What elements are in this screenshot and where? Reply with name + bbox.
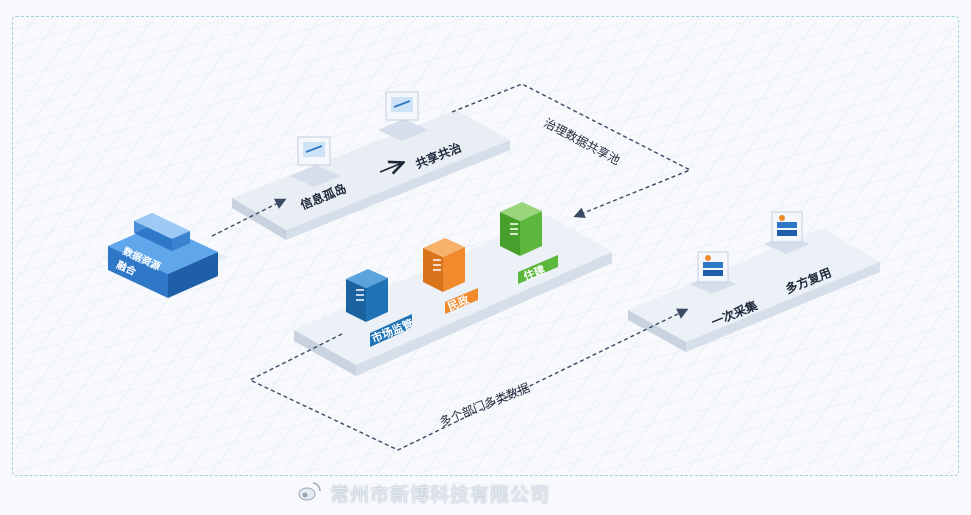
cube-market: [346, 269, 388, 322]
tag-housing: [518, 255, 558, 284]
edge-island-to-share: [379, 163, 402, 172]
platform-departments: [294, 215, 612, 376]
edge-departments-to-collect: [248, 308, 689, 451]
dashed-frame: [12, 16, 959, 476]
platform-info: [232, 110, 510, 240]
monitor-icon-share: [378, 91, 428, 141]
data-fusion-block: [104, 213, 228, 298]
tag-market: [370, 314, 412, 347]
weibo-logo-icon: [298, 482, 321, 501]
edge-share-to-pool: [451, 83, 692, 219]
watermark-text: 常州市新博科技有限公司: [330, 483, 551, 506]
cube-civil: [423, 238, 465, 292]
cube-housing: [500, 202, 542, 256]
tag-civil: [445, 288, 478, 314]
server-icon-reuse: [764, 211, 810, 254]
monitor-icon-info: [290, 136, 340, 187]
platform-reuse: [628, 228, 880, 352]
server-icon-collect: [690, 251, 736, 294]
watermark: 常州市新博科技有限公司: [318, 481, 551, 506]
